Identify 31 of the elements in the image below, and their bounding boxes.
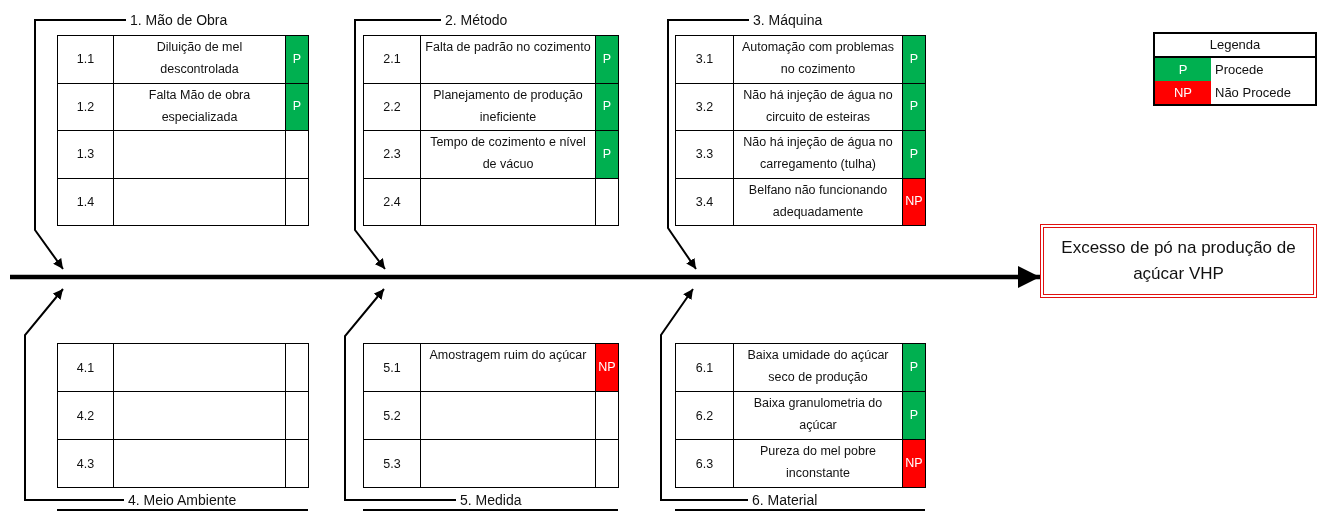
spine-arrow <box>10 265 1040 289</box>
status-marker: P <box>595 82 619 131</box>
branch-arrow <box>24 288 125 501</box>
status-marker: P <box>595 35 619 84</box>
branch-arrow <box>344 288 457 501</box>
status-marker: P <box>595 130 619 179</box>
category-label: 2. Método <box>441 11 508 29</box>
legend-swatch: P <box>1155 58 1211 81</box>
category-label: 6. Material <box>748 491 818 509</box>
branch-arrow <box>34 19 127 270</box>
category-label: 3. Máquina <box>749 11 823 29</box>
category-label: 1. Mão de Obra <box>126 11 228 29</box>
legend-text: Procede <box>1215 61 1264 79</box>
status-marker: P <box>285 82 309 131</box>
effect-box: Excesso de pó na produção de açúcar VHP <box>1040 224 1317 298</box>
status-marker: NP <box>902 439 926 488</box>
branch-arrow <box>667 19 750 270</box>
status-marker: P <box>285 35 309 84</box>
status-marker: P <box>902 130 926 179</box>
category-label: 4. Meio Ambiente <box>124 491 237 509</box>
status-marker: NP <box>595 343 619 392</box>
branch-arrow <box>354 19 442 270</box>
status-marker: P <box>902 391 926 440</box>
status-marker: P <box>902 82 926 131</box>
status-marker: P <box>902 35 926 84</box>
legend-text: Não Procede <box>1215 84 1291 102</box>
legend-swatch: NP <box>1155 81 1211 104</box>
status-marker: P <box>902 343 926 392</box>
branch-arrow <box>660 288 749 501</box>
status-marker: NP <box>902 177 926 226</box>
category-label: 5. Medida <box>456 491 522 509</box>
